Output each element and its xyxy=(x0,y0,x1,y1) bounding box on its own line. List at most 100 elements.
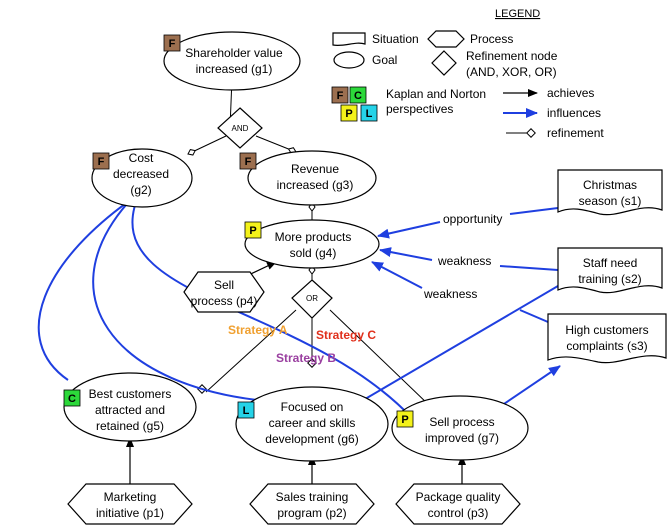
svg-text:Shareholder value: Shareholder value xyxy=(185,46,283,60)
svg-text:Marketing: Marketing xyxy=(104,490,157,504)
legend-goal-shape xyxy=(333,51,365,69)
svg-text:program (p2): program (p2) xyxy=(277,506,346,520)
influence-edge-g6-g2 xyxy=(92,191,279,403)
refinement-node-or: OR xyxy=(291,279,333,319)
badge-f-g3 xyxy=(239,152,257,170)
svg-text:season (s1): season (s1) xyxy=(579,194,642,208)
badge-p-g7 xyxy=(396,410,414,428)
strategy-c-label: Strategy C xyxy=(316,328,376,342)
situation-s3: High customers complaints (s3) xyxy=(547,313,667,364)
svg-text:Focused on: Focused on xyxy=(281,400,344,414)
legend-badge-p xyxy=(340,104,358,122)
process-p2: Sales training program (p2) xyxy=(249,483,375,525)
svg-text:process (p4): process (p4) xyxy=(191,294,258,308)
influence-edges xyxy=(37,191,576,419)
legend-badge-c xyxy=(349,86,367,104)
legend-refinement-label: refinement xyxy=(547,126,604,140)
svg-text:P: P xyxy=(345,108,352,120)
svg-text:F: F xyxy=(245,156,252,168)
strategy-a-label: Strategy A xyxy=(228,323,288,337)
refinement-edge-g2-and xyxy=(187,135,227,156)
goal-g3: Revenue increased (g3) F xyxy=(239,150,377,206)
refinement-and-label: AND xyxy=(232,124,249,133)
influence-edge-g5-g2 xyxy=(37,191,143,381)
influence-edge-s3-g4 xyxy=(371,261,423,289)
svg-text:C: C xyxy=(68,393,76,405)
edge-label-weakness-s3: weakness xyxy=(423,287,477,301)
svg-text:P: P xyxy=(249,225,256,237)
goal-g6: Focused on career and skills development… xyxy=(235,386,389,462)
influence-edge-s2-g4 xyxy=(379,247,433,261)
svg-text:F: F xyxy=(98,156,105,168)
legend-refinement-node-sub: (AND, XOR, OR) xyxy=(466,65,557,79)
svg-text:L: L xyxy=(366,108,373,120)
goal-g1: Shareholder value increased (g1) F xyxy=(163,31,301,91)
svg-text:attracted and: attracted and xyxy=(95,403,165,417)
svg-text:development (g6): development (g6) xyxy=(265,432,358,446)
svg-text:C: C xyxy=(354,90,362,102)
edge-label-opportunity: opportunity xyxy=(443,212,502,226)
svg-text:L: L xyxy=(243,405,250,417)
legend-process-shape xyxy=(427,30,465,48)
strategy-b-label: Strategy B xyxy=(276,351,336,365)
legend-goal-label: Goal xyxy=(372,53,397,67)
svg-text:retained (g5): retained (g5) xyxy=(96,419,164,433)
svg-text:improved (g7): improved (g7) xyxy=(425,431,499,445)
edge-label-weakness-s2: weakness xyxy=(437,254,491,268)
svg-text:Staff need: Staff need xyxy=(583,256,638,270)
legend-refinement-node-label: Refinement node xyxy=(466,49,558,63)
legend-badge-l xyxy=(360,104,378,122)
svg-text:Sales training: Sales training xyxy=(276,490,349,504)
badge-c-g5 xyxy=(63,389,81,407)
refinement-edges xyxy=(187,77,436,410)
svg-text:Sell: Sell xyxy=(214,278,234,292)
svg-text:P: P xyxy=(401,414,408,426)
badge-f-g2 xyxy=(92,152,110,170)
svg-text:Cost: Cost xyxy=(129,151,154,165)
situation-s1: Christmas season (s1) xyxy=(557,169,663,216)
svg-text:Sell process: Sell process xyxy=(429,415,494,429)
badge-l-g6 xyxy=(237,401,255,419)
legend-perspectives-sub: perspectives xyxy=(386,102,453,116)
legend-process-label: Process xyxy=(470,32,513,46)
legend-situation-shape xyxy=(332,32,366,47)
svg-text:(g2): (g2) xyxy=(130,183,151,197)
svg-text:Best customers: Best customers xyxy=(89,387,172,401)
refinement-or-label: OR xyxy=(306,294,318,303)
svg-text:increased (g3): increased (g3) xyxy=(277,178,354,192)
situation-s2: Staff need training (s2) xyxy=(557,247,663,294)
refinement-end-g6 xyxy=(307,358,317,368)
refinement-node-and: AND xyxy=(217,107,263,149)
legend-influences-label: influences xyxy=(547,106,601,120)
svg-text:sold (g4): sold (g4) xyxy=(290,246,337,260)
svg-text:initiative (p1): initiative (p1) xyxy=(96,506,164,520)
svg-text:control (p3): control (p3) xyxy=(428,506,489,520)
influence-edge-s1-g4 xyxy=(377,221,441,239)
svg-text:F: F xyxy=(169,38,176,50)
goal-g7: Sell process improved (g7) P xyxy=(391,395,529,461)
legend-badge-f xyxy=(331,86,349,104)
badge-p-g4 xyxy=(244,221,262,239)
legend: LEGEND Situation Process Goal Refinement… xyxy=(331,8,604,140)
svg-text:More products: More products xyxy=(275,230,352,244)
legend-refinement-diamond xyxy=(526,128,536,138)
legend-title: LEGEND xyxy=(495,8,540,20)
svg-text:decreased: decreased xyxy=(113,167,169,181)
legend-achieves-label: achieves xyxy=(547,86,594,100)
svg-text:F: F xyxy=(337,90,344,102)
legend-refinement-node-shape xyxy=(431,50,457,76)
svg-text:Package quality: Package quality xyxy=(416,490,501,504)
goal-g2: Cost decreased (g2) F xyxy=(91,148,193,208)
influence-edge-g7-s3 xyxy=(497,365,561,409)
svg-text:training (s2): training (s2) xyxy=(578,272,641,286)
svg-text:increased (g1): increased (g1) xyxy=(196,62,273,76)
influence-edge-s3-line xyxy=(519,309,549,323)
svg-text:Revenue: Revenue xyxy=(291,162,339,176)
process-p1: Marketing initiative (p1) xyxy=(67,483,193,525)
refinement-edge-g7-or xyxy=(329,309,431,407)
influence-edge-s2-line xyxy=(499,265,559,271)
process-p3: Package quality control (p3) xyxy=(395,483,521,525)
process-p4: Sell process (p4) xyxy=(183,271,265,313)
